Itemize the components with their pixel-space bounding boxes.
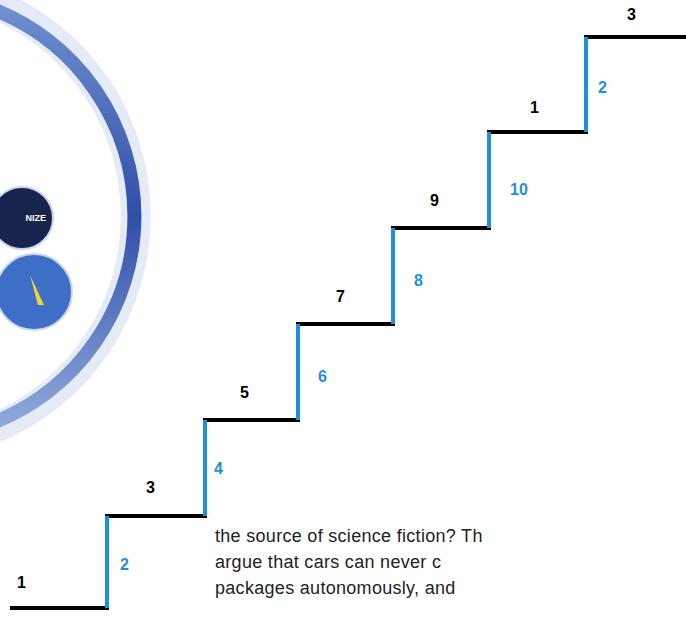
step-number: 10 bbox=[510, 182, 528, 198]
stair-riser bbox=[296, 324, 300, 420]
step-number: 1 bbox=[17, 575, 26, 591]
stair-tread bbox=[205, 418, 298, 422]
step-number: 5 bbox=[240, 385, 249, 401]
blue-ring bbox=[0, 8, 134, 424]
circle-node: NIZE bbox=[0, 186, 54, 250]
stair-tread bbox=[107, 514, 205, 518]
stair-riser bbox=[487, 132, 491, 228]
step-number: 1 bbox=[530, 100, 539, 116]
stair-riser bbox=[105, 516, 109, 608]
stair-riser bbox=[391, 228, 395, 324]
blue-circle bbox=[0, 254, 72, 330]
step-number: 4 bbox=[214, 461, 223, 477]
step-number: 2 bbox=[598, 80, 607, 96]
step-number: 9 bbox=[430, 193, 439, 209]
stair-tread bbox=[12, 606, 107, 610]
stair-tread bbox=[298, 322, 393, 326]
step-number: 7 bbox=[336, 289, 345, 305]
stair-treads bbox=[12, 37, 686, 608]
ring-graphic bbox=[0, 2, 136, 430]
body-text: packages autonomously, and bbox=[215, 579, 456, 597]
stair-riser bbox=[203, 420, 207, 516]
step-number: 3 bbox=[627, 7, 636, 23]
stair-risers bbox=[107, 37, 586, 608]
step-number: 6 bbox=[318, 369, 327, 385]
stair-riser bbox=[584, 37, 588, 132]
stair-tread bbox=[393, 226, 489, 230]
stair-tread bbox=[586, 35, 686, 39]
step-number: 3 bbox=[146, 480, 155, 496]
outer-ring bbox=[0, 2, 136, 430]
step-number: 2 bbox=[120, 557, 129, 573]
body-text: argue that cars can never c bbox=[215, 553, 441, 571]
circle-text: NIZE bbox=[25, 213, 52, 223]
yellow-mark bbox=[30, 275, 44, 305]
step-number: 8 bbox=[414, 273, 423, 289]
body-text: the source of science fiction? Th bbox=[215, 527, 483, 545]
stair-tread bbox=[489, 130, 586, 134]
